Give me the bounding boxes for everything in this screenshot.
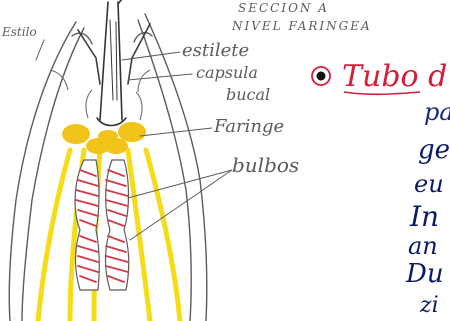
notes-column: pa ge eu In an Du zi xyxy=(405,98,450,318)
note-line: pa xyxy=(424,98,450,126)
faringe-blob xyxy=(62,122,146,154)
label-estilete: estilete xyxy=(182,40,249,61)
label-top-line2: NIVEL FARINGEA xyxy=(231,19,372,33)
heading-group: Tubo d xyxy=(312,59,447,94)
label-capsula-line1: capsula xyxy=(196,63,258,82)
label-top-line1: SECCION A xyxy=(238,1,329,15)
head-lips xyxy=(78,0,150,84)
note-line: eu xyxy=(414,170,444,198)
label-faringe: Faringe xyxy=(213,116,284,137)
bulbos xyxy=(75,160,129,290)
stylet xyxy=(97,2,126,126)
note-line: In xyxy=(409,200,439,233)
label-left: Estilo xyxy=(1,25,37,39)
note-line: an xyxy=(408,232,438,260)
label-bulbos: bulbos xyxy=(232,153,299,177)
heading-text: Tubo d xyxy=(342,59,447,94)
note-line: zi xyxy=(419,293,439,318)
note-line: Du xyxy=(405,259,444,289)
bullet-dot-icon xyxy=(317,72,326,81)
note-line: ge xyxy=(418,135,450,165)
label-capsula-line2: bucal xyxy=(226,85,270,104)
